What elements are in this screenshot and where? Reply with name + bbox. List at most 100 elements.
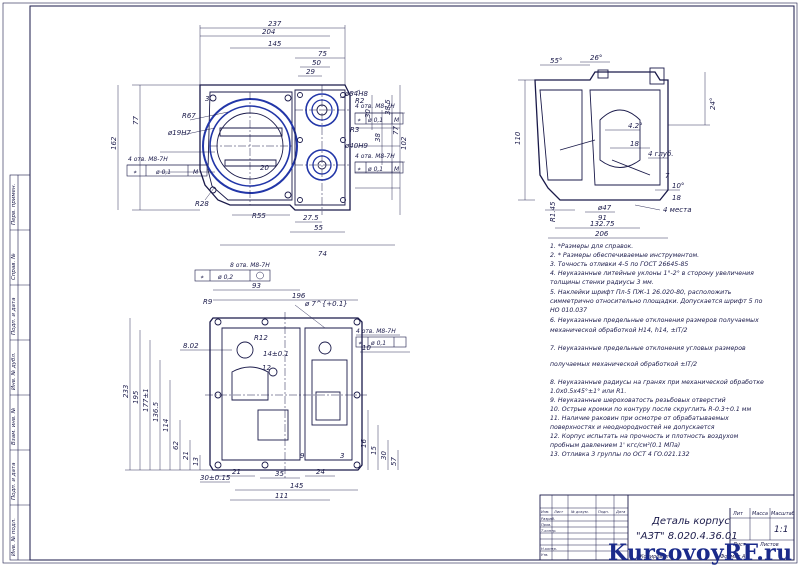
side-strip-1: Перв. примен.	[11, 183, 17, 225]
bot-21: 21	[182, 451, 190, 460]
tb-role-3: Т.контр.	[541, 529, 557, 533]
tb-role-2: Пров.	[541, 523, 551, 527]
dim-75: 75	[318, 50, 327, 58]
bot-35: 35	[275, 470, 284, 478]
tb-scale-value: 1:1	[774, 525, 788, 535]
bot-21b: 21	[232, 468, 241, 476]
side-26deg: 26°	[590, 54, 602, 62]
note-3: 3. Точность отливки 4-5 по ГОСТ 26645-85	[550, 261, 689, 268]
note-4: 4. Неуказанные литейные уклоны 1°-2° в с…	[550, 270, 754, 277]
tb-role-6: Утв.	[541, 553, 549, 557]
tb-sheet-label: Лист	[732, 542, 747, 548]
dim-d40: ø40H9	[344, 142, 368, 150]
bottom-view-dims: 8 отв. М8-7Н ⌖ ø 0,2 4 отв. М8-7Н ⌖ ø 0,…	[122, 262, 398, 500]
bot-10: 10	[362, 344, 371, 352]
side-strip-3: Подп. и дата	[11, 297, 17, 335]
dim-162: 162	[110, 136, 118, 150]
tb-col-date: Дата	[615, 510, 625, 514]
bot-14: 14±0.1	[263, 350, 289, 358]
dim-d19: ø19H7	[167, 129, 191, 137]
note-11: 11. Наличие раковин при осмотре от обраб…	[550, 415, 729, 422]
tol-m-mid: М	[394, 117, 400, 124]
note-5b: симметрично относительно площадки. Допус…	[550, 298, 763, 305]
bot-93: 93	[252, 282, 261, 290]
note-1: 1. *Размеры для справок.	[550, 243, 634, 250]
side-strip-5: Взам. инв. №	[11, 407, 17, 445]
tb-mass-label: Масса	[752, 511, 768, 517]
dim-20: 20	[260, 164, 269, 172]
tb-role-5: Н.контр.	[541, 547, 557, 551]
bot-16: 16	[360, 439, 368, 448]
tol-sym-mid: ⌖	[357, 117, 361, 124]
tb-col-list: Лист	[553, 510, 564, 514]
side-strip-4: Инв. № дубл.	[11, 352, 17, 390]
side-d47: ø47	[597, 204, 612, 212]
note-10: 10. Острые кромки по контуру после скруг…	[550, 406, 752, 413]
dim-29: 29	[306, 68, 315, 76]
tol-sym-right: ⌖	[358, 340, 362, 347]
bot-30-15: 30±0.15	[200, 474, 231, 482]
note-9: 9. Неуказанные шероховатость резьбовых о…	[550, 397, 726, 404]
watermark-logo: KursovoyRF.ru	[608, 540, 793, 566]
bot-195: 195	[132, 390, 140, 404]
tol-val-lower: ø 0,1	[367, 166, 383, 173]
tb-sheets-label: Листов	[759, 542, 779, 548]
tol-sym-left: ⌖	[133, 169, 137, 176]
note-6: 6. Неуказанные предельные отклонения раз…	[550, 317, 759, 324]
side-55deg: 55°	[550, 57, 562, 65]
title-line-2: "АЗТ" 8.020.4.36.01	[636, 531, 738, 542]
dim-38-5: 38.5	[384, 99, 392, 115]
title-line-1: Деталь корпус	[651, 516, 730, 527]
bot-114: 114	[162, 419, 170, 432]
dim-3: 3	[205, 95, 209, 103]
thread-note-mid: 4 отв. М8-7Н	[355, 103, 395, 110]
bot-8-02: 8.02	[183, 342, 199, 350]
side-strip-2: Справ. №	[11, 253, 17, 280]
side-18a: 18	[630, 140, 639, 148]
side-110: 110	[514, 131, 522, 145]
bot-r12: R12	[254, 334, 268, 342]
dim-d54: ø54H8	[344, 90, 368, 98]
bot-12: 12	[262, 364, 271, 372]
bot-30: 30	[380, 451, 388, 460]
note-12b: пробным давлением 1' кгс/см²(0.1 МПа)	[550, 442, 681, 449]
thread-note-lower: 4 отв. М8-7Н	[355, 153, 395, 160]
bot-9: 9	[300, 452, 305, 460]
side-strip-7: Инв. № подл.	[11, 518, 17, 556]
bot-196: 196	[292, 292, 306, 300]
bot-24: 24	[316, 468, 325, 476]
bottom-view	[125, 269, 410, 501]
side-91: 91	[598, 214, 607, 222]
tol-m-lower: М	[394, 166, 400, 173]
bot-136: 136.5	[152, 401, 160, 422]
title-block-text: Деталь корпус "АЗТ" 8.020.4.36.01 Лит Ма…	[541, 510, 795, 560]
dim-50: 50	[312, 59, 321, 67]
dim-30: 30	[364, 109, 372, 118]
tol-sym-lower: ⌖	[357, 166, 361, 173]
tb-role-1: Разраб.	[541, 517, 555, 521]
dim-r2: R2	[355, 97, 365, 105]
note-12: 12. Корпус испытать на прочность и плотн…	[550, 433, 739, 440]
side-view-dims: 55° 26° 110 24° 4.2° 18 4 глуб. 10° 18 ø…	[514, 54, 717, 238]
side-206: 206	[595, 230, 609, 238]
bot-13: 13	[192, 457, 200, 466]
dim-102: 102	[400, 136, 408, 150]
bot-15: 15	[370, 446, 378, 455]
note-13: 13. Отливка 3 группы по ОСТ 4 ГО.021.132	[550, 451, 690, 458]
bot-145: 145	[290, 482, 304, 490]
note-5: 5. Наклейки шрифт Пл-5 ПЖ-1 26.020-80, р…	[550, 289, 732, 296]
side-18b: 18	[672, 194, 681, 202]
dim-145: 145	[268, 40, 282, 48]
thread-note-left: 4 отв. М8-7Н	[128, 156, 168, 163]
dim-77-left: 77	[132, 116, 140, 125]
dim-r55: R55	[252, 212, 266, 220]
dim-204: 204	[262, 28, 275, 36]
tol-val-left: ø 0,1	[155, 169, 171, 176]
side-r145: R1.45	[549, 201, 557, 222]
note-11b: поверхностях и неоднородностей не допуск…	[550, 424, 715, 431]
note-2: 2. * Размеры обеспечиваемые инструментом…	[550, 252, 700, 259]
tb-format-value: А3	[741, 554, 749, 560]
side-view	[518, 61, 710, 239]
